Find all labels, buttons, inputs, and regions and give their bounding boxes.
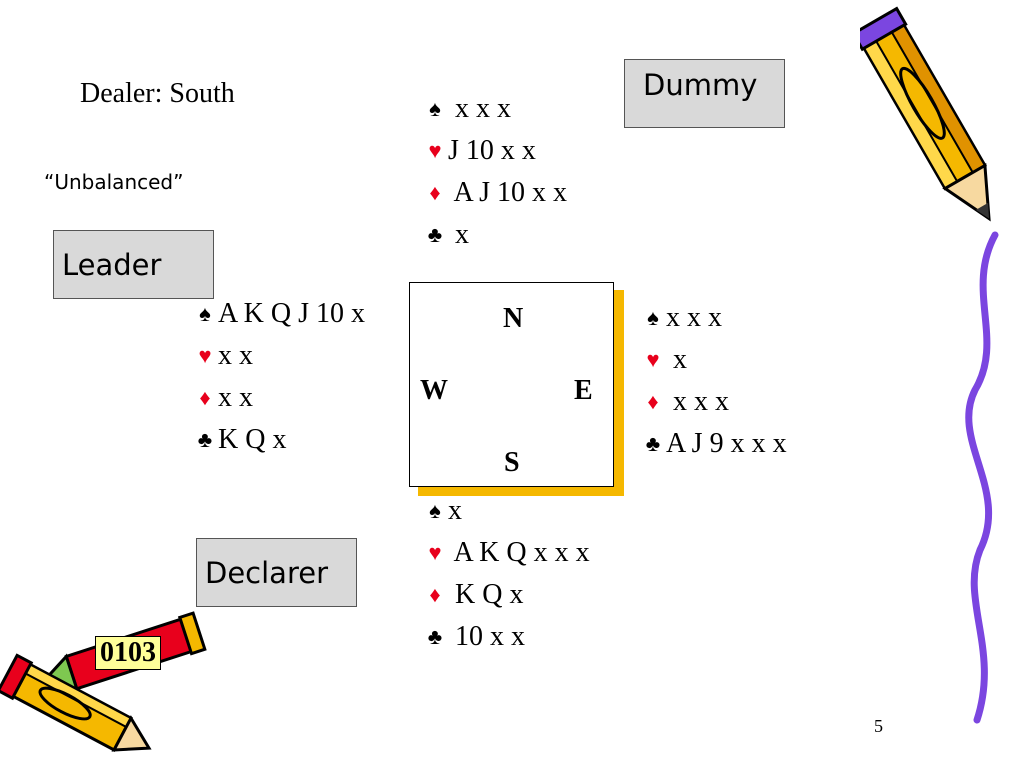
east-hand: ♠ x x x ♥ x ♦ x x x ♣A J 9 x x x	[640, 297, 787, 465]
spade-icon: ♠	[199, 301, 211, 326]
north-spades: x x x	[455, 93, 511, 124]
east-diamonds: x x x	[673, 386, 729, 417]
south-spades: x	[448, 495, 462, 526]
east-clubs: A J 9 x x x	[666, 428, 787, 459]
south-diamonds: K Q x	[455, 579, 524, 610]
diamond-icon: ♦	[199, 385, 211, 410]
west-spades: A K Q J 10 x	[218, 298, 366, 329]
west-hand: ♠ A K Q J 10 x ♥x x ♦ x x ♣K Q x	[192, 293, 365, 461]
west-hearts: x x	[218, 340, 253, 371]
heart-icon: ♥	[198, 343, 212, 368]
west-diamonds: x x	[218, 382, 253, 413]
club-icon: ♣	[427, 624, 443, 649]
north-diamonds: A J 10 x x	[453, 177, 568, 208]
south-clubs: 10 x x	[455, 621, 525, 652]
club-icon: ♣	[645, 431, 661, 456]
page-number: 5	[874, 716, 883, 736]
dummy-label: Dummy	[624, 59, 785, 128]
slide-tag: 0103	[95, 636, 161, 670]
diamond-icon: ♦	[429, 582, 441, 607]
north-hearts: J 10 x x	[448, 135, 536, 166]
spade-icon: ♠	[647, 305, 659, 330]
heart-icon: ♥	[428, 138, 442, 163]
south-hand: ♠ x ♥ A K Q x x x ♦ K Q x ♣ 10 x x	[422, 490, 590, 658]
club-icon: ♣	[197, 427, 213, 452]
diamond-icon: ♦	[429, 180, 441, 205]
compass-box: N W E S	[409, 282, 614, 487]
south-hearts: A K Q x x x	[453, 537, 590, 568]
east-spades: x x x	[666, 302, 722, 333]
declarer-label: Declarer	[196, 538, 357, 607]
compass-north: N	[503, 303, 524, 334]
heart-icon: ♥	[646, 347, 660, 372]
spade-icon: ♠	[429, 498, 441, 523]
north-hand: ♠ x x x ♥J 10 x x ♦ A J 10 x x ♣ x	[422, 88, 567, 256]
leader-label: Leader	[53, 230, 214, 299]
wavy-line-decoration	[965, 231, 999, 724]
diamond-icon: ♦	[647, 389, 659, 414]
compass-west: W	[420, 375, 448, 406]
pencil-icon	[860, 6, 991, 222]
east-hearts: x	[673, 344, 687, 375]
spade-icon: ♠	[429, 96, 441, 121]
club-icon: ♣	[427, 222, 443, 247]
pencils-icon	[0, 611, 207, 752]
compass-south: S	[504, 447, 520, 478]
north-clubs: x	[455, 219, 469, 250]
compass-east: E	[574, 375, 593, 406]
heart-icon: ♥	[428, 540, 442, 565]
west-clubs: K Q x	[218, 424, 287, 455]
unbalanced-note: “Unbalanced”	[44, 170, 184, 194]
dealer-text: Dealer: South	[80, 78, 235, 109]
